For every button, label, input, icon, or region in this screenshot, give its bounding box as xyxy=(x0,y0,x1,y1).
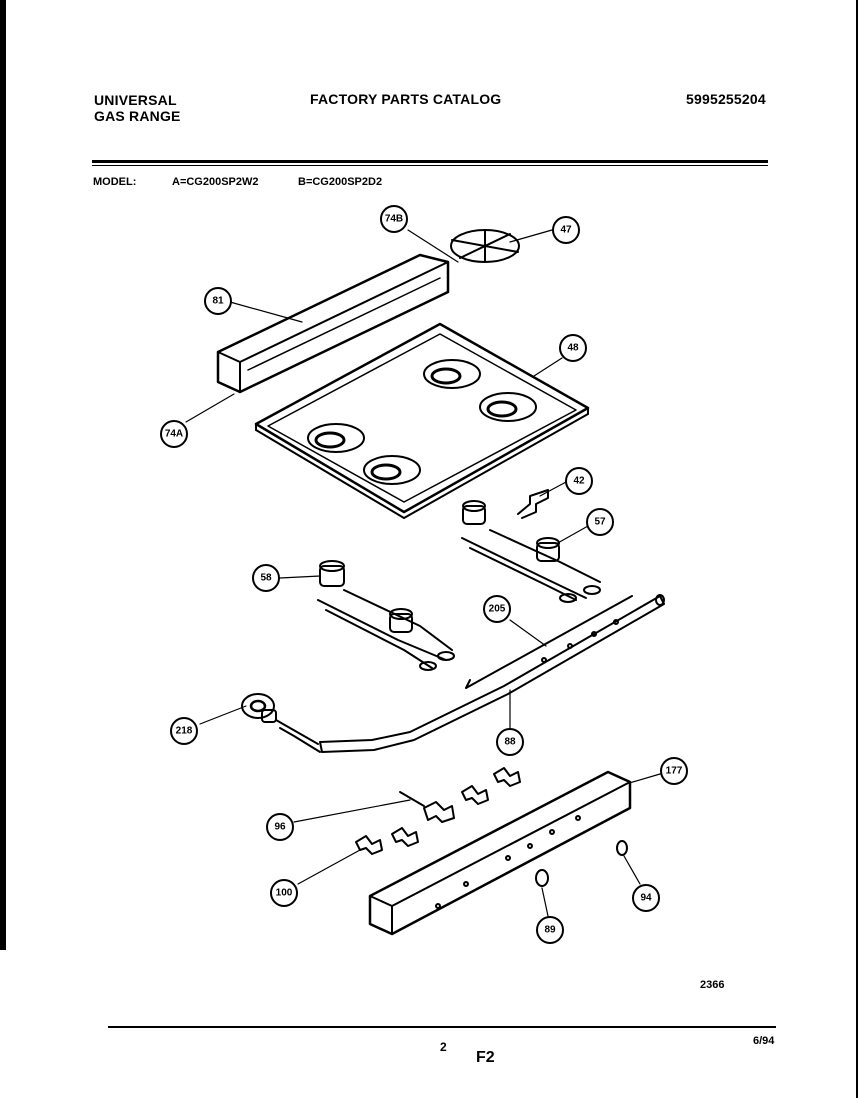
callout-74a-circle xyxy=(160,420,188,448)
orifice-fitting xyxy=(355,835,383,855)
callout-81: 81 xyxy=(212,296,224,307)
burner-well-back-left xyxy=(423,359,481,389)
bracket xyxy=(517,489,549,519)
callout-100-circle xyxy=(270,879,298,907)
callout-57-circle xyxy=(586,508,614,536)
scan-edge-left xyxy=(0,0,6,950)
model-a: A=CG200SP2W2 xyxy=(172,176,259,188)
cooktop xyxy=(254,322,590,519)
callout-74b-circle xyxy=(380,205,408,233)
callout-47: 47 xyxy=(560,225,572,236)
callout-47-circle xyxy=(552,216,580,244)
valve-set xyxy=(391,767,521,847)
callout-42-circle xyxy=(565,467,593,495)
callout-205: 205 xyxy=(489,604,506,615)
catalog-part-number: 5995255204 xyxy=(686,91,766,107)
burner-well-front-right xyxy=(363,455,421,485)
leader-lines xyxy=(185,229,661,917)
callout-74b: 74B xyxy=(385,214,403,225)
callout-96: 96 xyxy=(274,822,286,833)
diagram-code: 2366 xyxy=(700,979,725,991)
callout-89: 89 xyxy=(544,925,556,936)
callout-96-circle xyxy=(266,813,294,841)
model-label: MODEL: xyxy=(93,176,137,188)
section-code: F2 xyxy=(476,1049,495,1066)
callout-177: 177 xyxy=(666,766,683,777)
callout-94-circle xyxy=(632,884,660,912)
clip-94 xyxy=(616,840,628,856)
callout-48-circle xyxy=(559,334,587,362)
catalog-title: FACTORY PARTS CATALOG xyxy=(310,91,502,107)
callout-58: 58 xyxy=(260,573,272,584)
callout-74a: 74A xyxy=(165,429,183,440)
backguard-panel xyxy=(216,253,450,394)
callout-57: 57 xyxy=(594,517,606,528)
burner-assembly-left xyxy=(317,560,455,671)
burner-well-back-right xyxy=(479,392,537,422)
callout-48: 48 xyxy=(567,343,579,354)
callout-218: 218 xyxy=(176,726,193,737)
header-rule-thick xyxy=(92,160,768,163)
header-rule-thin xyxy=(92,165,768,166)
gas-manifold xyxy=(319,594,665,753)
callout-205-circle xyxy=(483,595,511,623)
page-border-right xyxy=(856,0,858,1098)
manifold-panel xyxy=(368,770,632,936)
footer-rule xyxy=(108,1026,776,1028)
brand-line-1: UNIVERSAL xyxy=(94,92,177,108)
burner-grate xyxy=(450,229,520,263)
callout-42: 42 xyxy=(573,476,585,487)
clip-89 xyxy=(535,869,549,887)
callout-218-circle xyxy=(170,717,198,745)
callout-89-circle xyxy=(536,916,564,944)
callout-94: 94 xyxy=(640,893,652,904)
model-b: B=CG200SP2D2 xyxy=(298,176,383,188)
brand-line-2: GAS RANGE xyxy=(94,108,181,124)
date-code: 6/94 xyxy=(753,1035,775,1047)
callout-88: 88 xyxy=(504,737,516,748)
callout-100: 100 xyxy=(276,888,293,899)
callout-88-circle xyxy=(496,728,524,756)
burner-well-front-left xyxy=(307,423,365,453)
callout-177-circle xyxy=(660,757,688,785)
callout-58-circle xyxy=(252,564,280,592)
burner-assembly-right xyxy=(461,500,601,603)
pressure-regulator xyxy=(241,693,321,753)
callout-81-circle xyxy=(204,287,232,315)
page-number: 2 xyxy=(440,1040,447,1054)
